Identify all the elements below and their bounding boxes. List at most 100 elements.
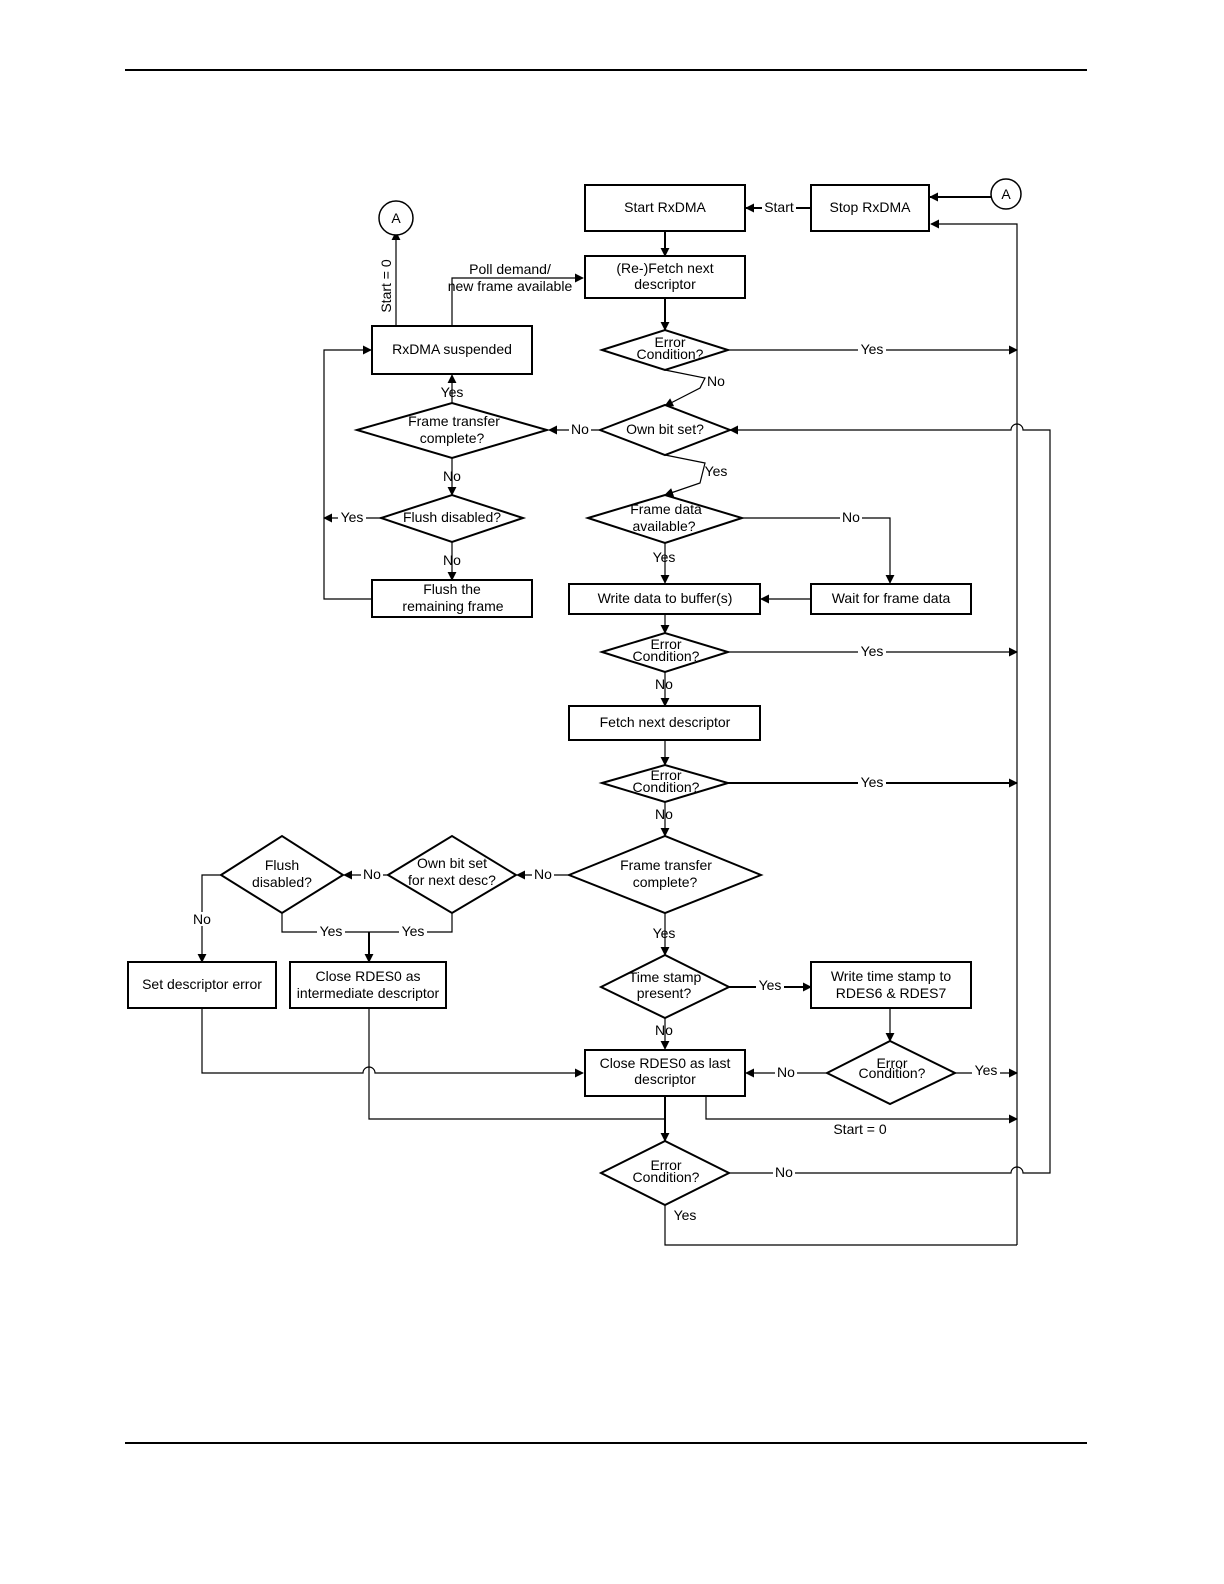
label-poll-demand-line2: new frame available [448, 278, 573, 294]
label-ftc1-no: No [443, 468, 461, 484]
node-start-rxdma: Start RxDMA [584, 184, 746, 232]
label-error2-yes: Yes [861, 643, 884, 659]
node-error-condition-1: Error Condition? [598, 328, 732, 372]
flush-remaining-line2: remaining frame [402, 598, 503, 614]
node-stop-rxdma: Stop RxDMA [810, 184, 930, 232]
fetch-next-text: Fetch next descriptor [600, 714, 731, 730]
label-own-bit-no: No [571, 421, 589, 437]
edge-poll-demand [451, 273, 584, 325]
label-flush2-no: No [193, 911, 211, 927]
edge-own-bit-yes [664, 454, 706, 497]
label-flush1-yes: Yes [341, 509, 364, 525]
ftc2-line1: Frame transfer [620, 857, 712, 873]
label-error3-yes: Yes [861, 774, 884, 790]
label-fda-yes: Yes [653, 549, 676, 565]
label-ts-no: No [655, 1022, 673, 1038]
node-frame-data-available: Frame data available? [584, 493, 746, 545]
node-error-condition-5: Error Condition? [598, 1139, 732, 1207]
label-error1-no: No [707, 373, 725, 389]
label-error5-no: No [775, 1164, 793, 1180]
write-data-text: Write data to buffer(s) [598, 590, 733, 606]
fda-line2: available? [632, 518, 695, 534]
edge-flush2-no [197, 874, 221, 963]
node-frame-transfer-complete-1: Frame transfer complete? [353, 401, 551, 460]
error2-line1: Error [650, 636, 681, 652]
flow-nodes: Start RxDMA Stop RxDMA A A (Re-)Fetch ne… [127, 178, 1022, 1207]
label-error5-yes: Yes [674, 1207, 697, 1223]
flush-remaining-line1: Flush the [423, 581, 481, 597]
label-error2-no: No [655, 676, 673, 692]
label-ftc1-yes: Yes [441, 384, 464, 400]
label-flush1-no: No [443, 552, 461, 568]
error5-line1: Error [650, 1157, 681, 1173]
edge-close-last-start0 [705, 1097, 1018, 1124]
node-error-condition-4: Error Condition? [824, 1039, 958, 1106]
error1-line1: Error [654, 334, 685, 350]
edge-error5-yes [664, 1205, 1017, 1246]
label-error1-yes: Yes [861, 341, 884, 357]
node-frame-transfer-complete-2: Frame transfer complete? [566, 834, 764, 915]
own-bit-set-text: Own bit set? [626, 421, 704, 437]
error1-line2: Condition? [637, 346, 704, 362]
label-ftc2-no: No [534, 866, 552, 882]
label-ts-yes: Yes [759, 977, 782, 993]
set-desc-error-text: Set descriptor error [142, 976, 262, 992]
label-error4-yes: Yes [975, 1062, 998, 1078]
node-close-intermediate: Close RDES0 as intermediate descriptor [289, 961, 447, 1009]
label-ftc2-yes: Yes [653, 925, 676, 941]
edge-error1-no [664, 369, 706, 407]
rxdma-suspended-text: RxDMA suspended [392, 341, 512, 357]
wts-line2: RDES6 & RDES7 [836, 985, 947, 1001]
label-start-eq-0-vertical: Start = 0 [378, 259, 394, 313]
node-time-stamp-present: Time stamp present? [598, 953, 732, 1020]
connector-a-right: A [990, 178, 1022, 210]
ftc2-line2: complete? [633, 874, 698, 890]
node-fetch-next-descriptor: Fetch next descriptor [568, 705, 761, 741]
label-error4-no: No [777, 1064, 795, 1080]
node-rxdma-suspended: RxDMA suspended [371, 325, 533, 375]
refetch-line2: descriptor [634, 276, 696, 292]
wait-frame-data-text: Wait for frame data [832, 590, 951, 606]
stop-rxdma-text: Stop RxDMA [830, 199, 912, 215]
node-error-condition-2: Error Condition? [598, 631, 732, 674]
own-next-line2: for next desc? [408, 872, 496, 888]
error2-line2: Condition? [633, 648, 700, 664]
close-last-line2: descriptor [634, 1071, 696, 1087]
ftc1-line1: Frame transfer [408, 413, 500, 429]
edge-set-error-to-close-last [201, 1009, 584, 1078]
error4-line1: Error [876, 1055, 907, 1071]
error5-line2: Condition? [633, 1169, 700, 1185]
edge-labels: Start Start = 0 Poll demand/ new frame a… [191, 199, 1000, 1223]
flush2-line1: Flush [265, 857, 299, 873]
node-flush-disabled-1: Flush disabled? [377, 493, 527, 544]
close-inter-line1: Close RDES0 as [315, 968, 420, 984]
label-own-next-no: No [363, 866, 381, 882]
label-start: Start [764, 199, 794, 215]
label-fda-no: No [842, 509, 860, 525]
edge-error5-no-loop [728, 423, 1051, 1174]
node-set-descriptor-error: Set descriptor error [127, 961, 277, 1009]
node-error-condition-3: Error Condition? [598, 763, 732, 804]
error3-line2: Condition? [633, 779, 700, 795]
close-last-line1: Close RDES0 as last [600, 1055, 731, 1071]
edge-close-inter-to-merge [368, 1009, 665, 1120]
start-rxdma-text: Start RxDMA [624, 199, 706, 215]
node-own-bit-next-desc: Own bit set for next desc? [386, 834, 518, 915]
node-write-time-stamp: Write time stamp to RDES6 & RDES7 [810, 961, 972, 1009]
node-flush-remaining-frame: Flush the remaining frame [371, 579, 533, 618]
node-write-data-buffers: Write data to buffer(s) [568, 583, 761, 615]
node-refetch-descriptor: (Re-)Fetch next descriptor [584, 255, 746, 299]
edge-own-next-yes [369, 913, 453, 933]
node-wait-frame-data: Wait for frame data [810, 583, 972, 615]
edge-flush-loop [323, 345, 372, 600]
connector-a-right-text: A [1001, 186, 1011, 202]
refetch-line1: (Re-)Fetch next [616, 260, 713, 276]
label-error3-no: No [655, 806, 673, 822]
node-flush-disabled-2: Flush disabled? [219, 834, 345, 915]
label-start-eq-0-bottom: Start = 0 [833, 1121, 887, 1137]
wts-line1: Write time stamp to [831, 968, 952, 984]
flush-disabled-1-text: Flush disabled? [403, 509, 501, 525]
label-flush2-yes: Yes [320, 923, 343, 939]
